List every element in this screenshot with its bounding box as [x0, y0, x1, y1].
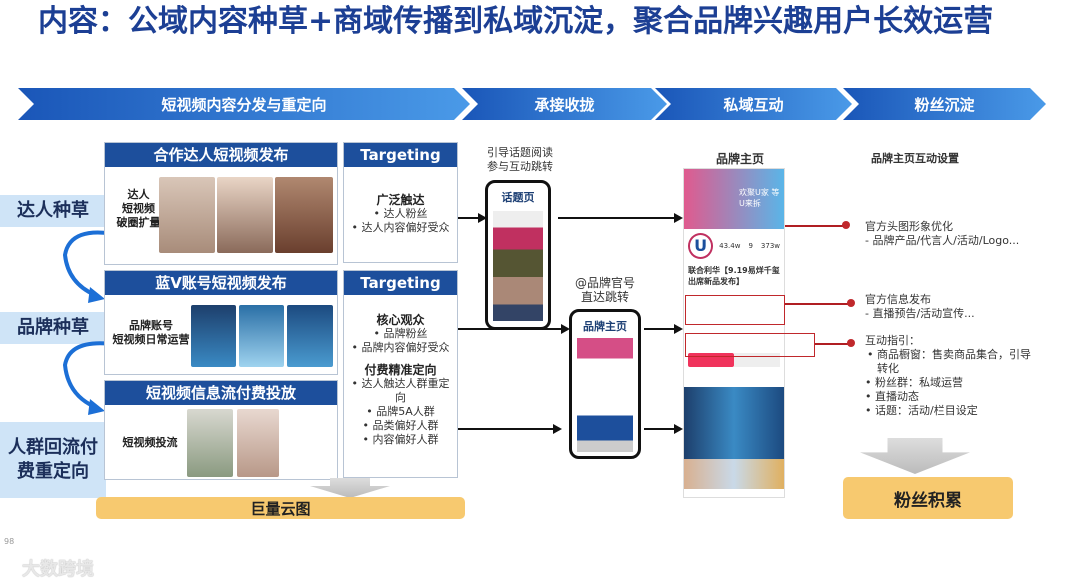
- section-paid-feed: 短视频信息流付费投放 短视频投流: [104, 380, 338, 480]
- topic-caption: 引导话题阅读 参与互动跳转: [487, 146, 553, 173]
- targeting-item: • 达人粉丝: [373, 207, 428, 220]
- targeting-group: 付费精准定向 • 达人触达人群重定向 • 品牌5A人群 • 品类偏好人群 • 内…: [344, 363, 457, 447]
- stage-receive: 承接收拢: [462, 88, 667, 120]
- video-thumbnail: [237, 409, 279, 477]
- page-title: 内容：公域内容种草+商域传播到私域沉淀，聚合品牌兴趣用户长效运营: [38, 4, 994, 39]
- targeting-item: • 达人触达人群重定向: [351, 377, 450, 404]
- topic-page-phone[interactable]: 话题页: [485, 180, 551, 330]
- targeting-header: Targeting: [344, 271, 457, 295]
- topic-screenshot: [493, 211, 543, 321]
- big-phone-title: 品牌主页: [715, 152, 764, 166]
- annotation-guide: 互动指引： • 商品橱窗：售卖商品集合，引导转化 • 粉丝群：私域运营 • 直播…: [865, 334, 1031, 417]
- phone-title: 话题页: [501, 191, 535, 204]
- section-header: 蓝V账号短视频发布: [105, 271, 337, 295]
- guide-highlight: [685, 333, 815, 357]
- video-thumbnail: [191, 305, 236, 367]
- side-label-brand: 品牌种草: [0, 312, 106, 344]
- section-label: 达人 短视频 破圈扩量: [116, 188, 161, 229]
- targeting-group-title: 核心观众: [376, 313, 425, 327]
- targeting-item: • 品牌内容偏好受众: [351, 341, 450, 354]
- stage-private-interaction: 私域互动: [655, 88, 852, 120]
- stage-distribution: 短视频内容分发与重定向: [18, 88, 470, 120]
- brand-name: 联合利华【9.19易烊千玺出席新品发布】: [688, 266, 780, 286]
- targeting-box-2: Targeting 核心观众 • 品牌粉丝 • 品牌内容偏好受众 付费精准定向 …: [343, 270, 458, 478]
- brand-caption: @品牌官号 直达跳转: [574, 276, 635, 304]
- settings-title: 品牌主页互动设置: [871, 152, 959, 165]
- down-arrow-icon: [310, 478, 390, 498]
- juliang-yuntu-bar: 巨量云图: [96, 497, 465, 519]
- targeting-item: • 达人内容偏好受众: [351, 221, 450, 234]
- video-grid: [684, 387, 784, 459]
- side-label-retarget: 人群回流付费重定向: [0, 422, 106, 498]
- section-kol-video: 合作达人短视频发布 达人 短视频 破圈扩量: [104, 142, 338, 265]
- section-label: 短视频投流: [122, 436, 178, 449]
- side-label-kol: 达人种草: [0, 195, 106, 227]
- video-thumbnail: [217, 177, 273, 253]
- video-thumbnail: [287, 305, 333, 367]
- brand-home-phone-small[interactable]: 品牌主页: [569, 309, 641, 459]
- video-thumbnail: [275, 177, 333, 253]
- flow-arrows-icon: [62, 230, 110, 415]
- targeting-group-title: 广泛触达: [376, 193, 425, 207]
- video-thumbnail: [159, 177, 215, 253]
- targeting-box-1: Targeting 广泛触达 • 达人粉丝 • 达人内容偏好受众: [343, 142, 458, 263]
- targeting-item: • 内容偏好人群: [362, 433, 439, 446]
- targeting-header: Targeting: [344, 143, 457, 167]
- section-header: 短视频信息流付费投放: [105, 381, 337, 405]
- watermark-logo: 大数跨境: [22, 559, 94, 580]
- info-highlight: [685, 295, 785, 325]
- section-label: 品牌账号 短视频日常运营: [112, 319, 190, 346]
- targeting-group-title: 付费精准定向: [364, 363, 437, 377]
- targeting-item: • 品牌粉丝: [373, 327, 428, 340]
- section-header: 合作达人短视频发布: [105, 143, 337, 167]
- fan-accumulation-box: 粉丝积累: [843, 477, 1013, 519]
- annotation-header-image: 官方头图形象优化- 品牌产品/代言人/活动/Logo...: [865, 220, 1020, 247]
- brand-avatar: U: [688, 233, 714, 259]
- targeting-group: 广泛触达 • 达人粉丝 • 达人内容偏好受众: [344, 193, 457, 235]
- targeting-item: • 品类偏好人群: [362, 419, 439, 432]
- annotation-info: 官方信息发布- 直播预告/活动宣传...: [865, 293, 975, 320]
- page-number: 98: [4, 537, 15, 546]
- targeting-group: 核心观众 • 品牌粉丝 • 品牌内容偏好受众: [344, 313, 457, 355]
- video-thumbnail: [239, 305, 284, 367]
- brand-screenshot: [577, 338, 633, 452]
- section-bluev-video: 蓝V账号短视频发布 品牌账号 短视频日常运营: [104, 270, 338, 375]
- banner-image: 欢聚U家 等U来拆: [684, 169, 784, 229]
- down-arrow-icon: [860, 438, 970, 474]
- phone-title: 品牌主页: [583, 320, 627, 333]
- stage-fan-accumulation: 粉丝沉淀: [843, 88, 1046, 120]
- video-thumbnail: [187, 409, 233, 477]
- targeting-item: • 品牌5A人群: [366, 405, 435, 418]
